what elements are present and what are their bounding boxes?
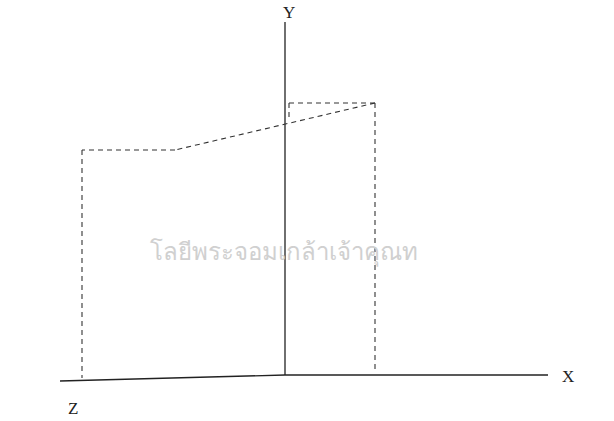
projection-dash (82, 149, 175, 150)
axes (60, 22, 548, 381)
axis-label: X (562, 368, 574, 385)
watermark: โลยีพระจอมเกล้าเจ้าคุณท (150, 240, 418, 264)
axis-label: Z (68, 400, 78, 417)
x-axis (285, 374, 548, 375)
projection-dash (175, 103, 375, 150)
z-axis (60, 375, 285, 381)
projection-dash (288, 103, 289, 120)
projection-dash (81, 150, 82, 378)
axis-label: Y (283, 4, 295, 21)
projection-dash (374, 103, 375, 372)
projection-dash (289, 102, 375, 103)
y-axis (284, 22, 285, 375)
